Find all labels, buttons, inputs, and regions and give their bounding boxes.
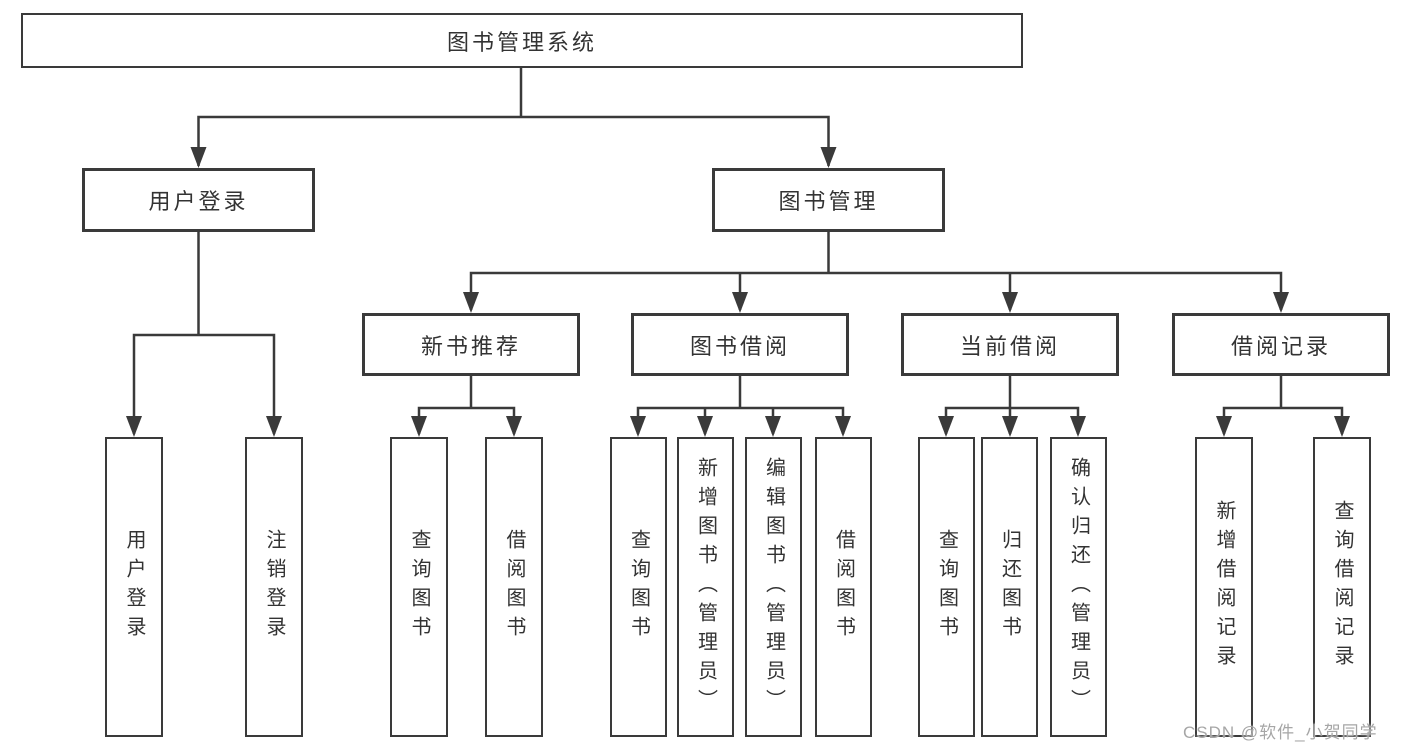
leaf-label: 确认归还（管理员） <box>1067 456 1090 718</box>
arrow-down-icon <box>835 416 851 437</box>
arrow-down-icon <box>266 416 282 437</box>
arrow-down-icon <box>630 416 646 437</box>
arrow-down-icon <box>190 147 207 168</box>
arrow-down-icon <box>411 416 427 437</box>
node-label: 新书推荐 <box>420 333 521 359</box>
node-borrow-records: 借阅记录 <box>1172 313 1390 376</box>
leaf-add-book-admin: 新增图书（管理员） <box>677 437 734 737</box>
leaf-label: 编辑图书（管理员） <box>762 456 785 718</box>
arrow-down-icon <box>1002 292 1018 313</box>
connector-borrow-records <box>1222 376 1344 434</box>
arrow-down-icon <box>1273 292 1289 313</box>
arrow-down-icon <box>938 416 954 437</box>
node-book-borrow: 图书借阅 <box>631 313 849 376</box>
node-label: 图书管理 <box>778 189 879 214</box>
leaf-label: 新增图书（管理员） <box>694 456 717 718</box>
node-label: 图书管理系统 <box>446 29 597 55</box>
arrow-down-icon <box>820 147 837 168</box>
leaf-label: 新增借阅记录 <box>1213 500 1235 674</box>
watermark: CSDN @软件_小贺同学 <box>1183 723 1378 742</box>
node-user-login: 用户登录 <box>82 168 315 232</box>
leaf-query-books-current: 查询图书 <box>918 437 975 737</box>
node-label: 图书借阅 <box>689 333 790 359</box>
arrow-down-icon <box>463 292 479 313</box>
arrow-down-icon <box>1216 416 1232 437</box>
leaf-user-login: 用户登录 <box>105 437 163 737</box>
leaf-logout: 注销登录 <box>245 437 303 737</box>
connector-lines <box>132 68 1344 434</box>
node-current-borrow: 当前借阅 <box>901 313 1119 376</box>
arrowheads <box>126 147 1350 437</box>
node-new-book-recommend: 新书推荐 <box>362 313 580 376</box>
leaf-label: 查询图书 <box>627 529 650 645</box>
leaf-label: 归还图书 <box>998 529 1021 645</box>
leaf-label: 查询图书 <box>935 529 958 645</box>
leaf-query-books-recommend: 查询图书 <box>390 437 448 737</box>
leaf-label: 查询借阅记录 <box>1331 500 1353 674</box>
node-library-system: 图书管理系统 <box>21 13 1023 68</box>
arrow-down-icon <box>1002 416 1018 437</box>
connector-user-login <box>132 232 276 434</box>
node-label: 当前借阅 <box>959 333 1060 359</box>
arrow-down-icon <box>126 416 142 437</box>
leaf-borrow-books: 借阅图书 <box>815 437 872 737</box>
leaf-label: 查询图书 <box>408 529 430 645</box>
leaf-confirm-return-admin: 确认归还（管理员） <box>1050 437 1107 737</box>
arrow-down-icon <box>1070 416 1086 437</box>
leaf-edit-book-admin: 编辑图书（管理员） <box>745 437 802 737</box>
leaf-add-borrow-record: 新增借阅记录 <box>1195 437 1253 737</box>
arrow-down-icon <box>1334 416 1350 437</box>
leaf-label: 注销登录 <box>263 529 285 645</box>
connector-level1 <box>197 115 830 166</box>
leaf-query-books-borrow: 查询图书 <box>610 437 667 737</box>
arrow-down-icon <box>506 416 522 437</box>
node-label: 借阅记录 <box>1230 333 1331 359</box>
connector-new-books <box>417 376 516 434</box>
connector-book-borrow <box>636 376 845 434</box>
leaf-label: 借阅图书 <box>832 529 855 645</box>
arrow-down-icon <box>765 416 781 437</box>
arrow-down-icon <box>697 416 713 437</box>
leaf-borrow-books-recommend: 借阅图书 <box>485 437 543 737</box>
node-book-management: 图书管理 <box>712 168 945 232</box>
arrow-down-icon <box>732 292 748 313</box>
leaf-return-book: 归还图书 <box>981 437 1038 737</box>
node-label: 用户登录 <box>148 189 249 214</box>
leaf-label: 用户登录 <box>123 529 145 645</box>
connector-book-mgmt <box>469 232 1283 310</box>
leaf-label: 借阅图书 <box>503 529 525 645</box>
leaf-query-borrow-record: 查询借阅记录 <box>1313 437 1371 737</box>
